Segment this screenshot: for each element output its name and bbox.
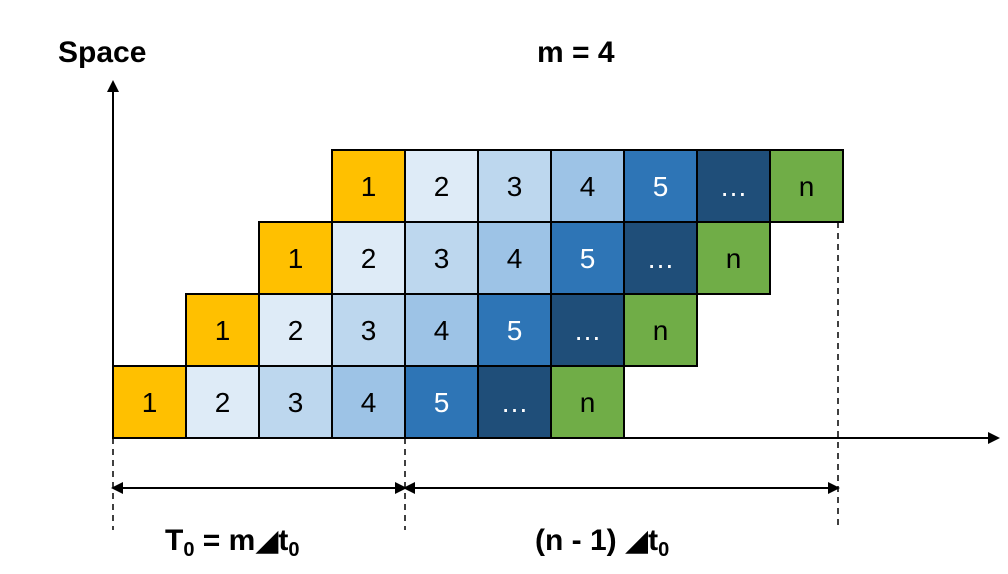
pipeline-cell <box>550 365 625 439</box>
pipeline-cell <box>769 149 844 223</box>
pipeline-cell <box>404 149 479 223</box>
pipeline-cell-label: 1 <box>361 171 377 202</box>
pipeline-cell-label: … <box>720 171 748 202</box>
pipeline-cell <box>404 221 479 295</box>
label-t: t <box>648 524 658 557</box>
pipeline-cell-label: n <box>653 315 669 346</box>
pipeline-cell-label: 2 <box>288 315 304 346</box>
pipeline-cell-label: n <box>799 171 815 202</box>
diagram-title: m = 4 <box>537 36 615 69</box>
pipeline-cell <box>331 221 406 295</box>
label-t-subscript: 0 <box>288 539 299 561</box>
pipeline-cell-label: 3 <box>361 315 377 346</box>
pipeline-cell-label: 5 <box>507 315 523 346</box>
pipeline-cell <box>696 149 771 223</box>
pipeline-cell <box>258 293 333 367</box>
pipeline-cell-label: 4 <box>580 171 596 202</box>
pipeline-cell-label: 2 <box>361 243 377 274</box>
bottom-left-label: T0 = m◢t0 <box>165 524 300 561</box>
label-T-subscript: 0 <box>183 539 194 561</box>
pipeline-cell-label: 4 <box>507 243 523 274</box>
pipeline-cell <box>477 365 552 439</box>
pipeline-cell-label: 2 <box>215 387 231 418</box>
label-n-minus-1: (n - 1) <box>535 524 625 557</box>
delta-triangle-icon: ◢ <box>625 524 648 557</box>
bottom-right-label: (n - 1) ◢t0 <box>535 524 669 561</box>
pipeline-cell-label: 3 <box>434 243 450 274</box>
pipeline-cell-label: 1 <box>142 387 158 418</box>
pipeline-cell <box>331 365 406 439</box>
pipeline-cell-label: 3 <box>507 171 523 202</box>
delta-triangle-icon: ◢ <box>255 524 278 557</box>
pipeline-cell-label: … <box>647 243 675 274</box>
label-equals-m: = m <box>194 524 255 557</box>
label-t-subscript: 0 <box>658 539 669 561</box>
pipeline-cell <box>258 365 333 439</box>
pipeline-cell <box>331 149 406 223</box>
pipeline-cell <box>477 149 552 223</box>
pipeline-cell <box>404 293 479 367</box>
pipeline-cell-label: 1 <box>288 243 304 274</box>
pipeline-cell-label: 5 <box>434 387 450 418</box>
pipeline-cell-label: 5 <box>653 171 669 202</box>
pipeline-cell-label: 1 <box>215 315 231 346</box>
y-axis-label: Space <box>58 36 146 69</box>
pipeline-cell <box>623 149 698 223</box>
pipeline-cell-label: 2 <box>434 171 450 202</box>
pipeline-cell-label: 5 <box>580 243 596 274</box>
pipeline-cell-label: 4 <box>361 387 377 418</box>
pipeline-cell <box>623 221 698 295</box>
label-T: T <box>165 524 183 557</box>
pipeline-cell-label: … <box>501 387 529 418</box>
pipeline-grid: 1 2 3 4 5 … n 1 2 3 4 5 … n 1 2 3 4 5 … n 1 2 3 4 5 … n <box>112 149 844 439</box>
pipeline-cell <box>696 221 771 295</box>
pipeline-cell-label: … <box>574 315 602 346</box>
label-t: t <box>278 524 288 557</box>
pipeline-cell-label: n <box>580 387 596 418</box>
pipeline-cell <box>623 293 698 367</box>
pipeline-cell <box>185 293 260 367</box>
pipeline-cell-label: 4 <box>434 315 450 346</box>
pipeline-cell <box>258 221 333 295</box>
pipeline-cell-label: n <box>726 243 742 274</box>
pipeline-cell-label: 3 <box>288 387 304 418</box>
